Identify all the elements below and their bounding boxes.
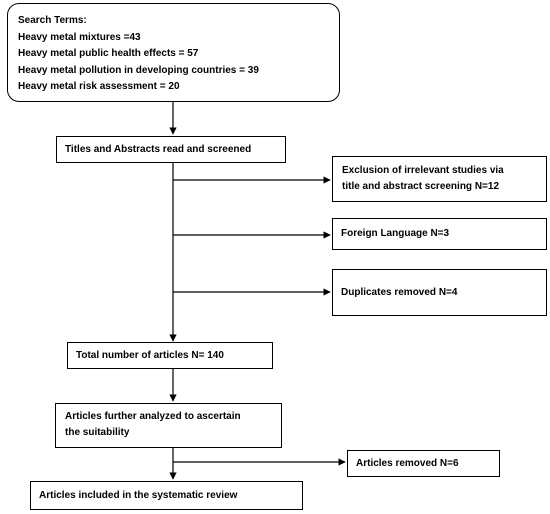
search-term-item: Heavy metal pollution in developing coun… — [18, 64, 259, 76]
search-term-item: Heavy metal mixtures =43 — [18, 31, 141, 43]
articles-included-label: Articles included in the systematic revi… — [39, 489, 238, 501]
search-term-item: Heavy metal public health effects = 57 — [18, 48, 199, 59]
foreign-language-box: Foreign Language N=3 — [332, 218, 547, 250]
exclusion-irrelevant-line: title and abstract screening N=12 — [342, 181, 500, 192]
articles-removed-label: Articles removed N=6 — [356, 457, 459, 469]
titles-screened-label: Titles and Abstracts read and screened — [65, 143, 252, 155]
further-analyzed-box: Articles further analyzed to ascertain t… — [55, 403, 282, 448]
total-articles-label: Total number of articles N= 140 — [76, 349, 224, 361]
total-articles-box: Total number of articles N= 140 — [67, 342, 273, 369]
titles-screened-box: Titles and Abstracts read and screened — [56, 136, 286, 163]
exclusion-irrelevant-box: Exclusion of irrelevant studies via titl… — [332, 156, 547, 202]
search-terms-box: Search Terms: Heavy metal mixtures =43 H… — [7, 3, 340, 102]
articles-included-box: Articles included in the systematic revi… — [30, 481, 303, 510]
articles-removed-box: Articles removed N=6 — [347, 450, 500, 477]
further-analyzed-line: the suitability — [65, 427, 130, 438]
duplicates-label: Duplicates removed N=4 — [341, 286, 458, 298]
duplicates-box: Duplicates removed N=4 — [332, 269, 547, 316]
search-terms-heading: Search Terms: — [18, 15, 87, 26]
foreign-language-label: Foreign Language N=3 — [341, 228, 450, 239]
exclusion-irrelevant-line: Exclusion of irrelevant studies via — [342, 165, 504, 176]
search-term-item: Heavy metal risk assessment = 20 — [18, 81, 180, 92]
further-analyzed-line: Articles further analyzed to ascertain — [65, 411, 241, 422]
